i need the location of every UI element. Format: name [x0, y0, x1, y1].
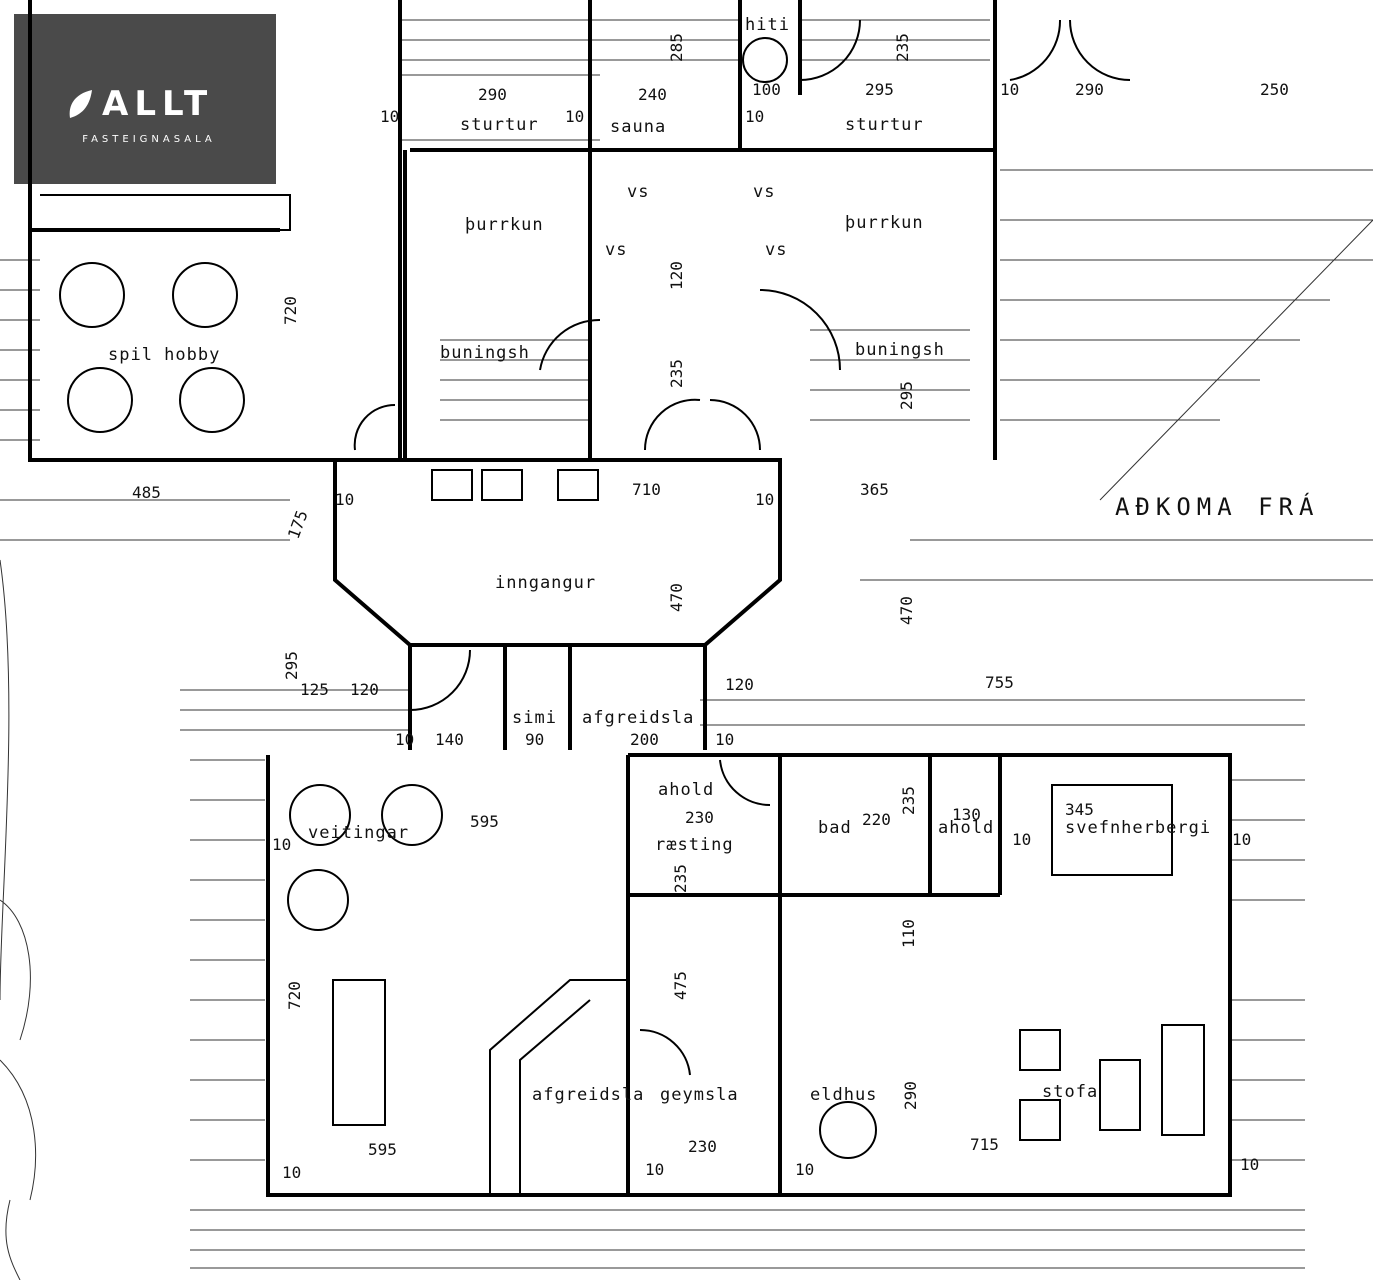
room-label-sturtur-left: sturtur [460, 115, 539, 135]
dim-290-eldhus: 290 [901, 1081, 920, 1110]
dim-10: 10 [380, 107, 399, 126]
dim-200: 200 [630, 730, 659, 749]
dim-10: 10 [1012, 830, 1031, 849]
dim-595-bottom: 595 [368, 1140, 397, 1159]
dim-595-top: 595 [470, 812, 499, 831]
dim-295-top: 295 [865, 80, 894, 99]
dim-120-left: 120 [350, 680, 379, 699]
dim-130: 130 [952, 805, 981, 824]
dim-470-right: 470 [897, 596, 916, 625]
dim-10: 10 [1240, 1155, 1259, 1174]
dim-235-top: 235 [893, 33, 912, 62]
room-label-sturtur-right: sturtur [845, 115, 924, 135]
dim-10: 10 [745, 107, 764, 126]
hatch-lines [0, 19, 1373, 1280]
dim-10: 10 [395, 730, 414, 749]
fixtures [40, 19, 1205, 1195]
dim-10: 10 [1232, 830, 1251, 849]
dim-90: 90 [525, 730, 544, 749]
dim-140: 140 [435, 730, 464, 749]
dim-715: 715 [970, 1135, 999, 1154]
room-label-hiti: hiti [745, 15, 790, 35]
dim-120-right: 120 [725, 675, 754, 694]
dim-720-bottom: 720 [285, 981, 304, 1010]
dim-10: 10 [565, 107, 584, 126]
walls [28, 0, 1232, 1197]
room-label-simi: simi [512, 708, 557, 728]
dim-475: 475 [671, 971, 690, 1000]
logo-subtitle: FASTEIGNASALA [82, 134, 216, 145]
dim-10: 10 [1000, 80, 1019, 99]
dim-100: 100 [752, 80, 781, 99]
dim-230-geymsla: 230 [688, 1137, 717, 1156]
room-label-sauna: sauna [610, 117, 666, 137]
room-label-inngangur: inngangur [495, 573, 596, 593]
dim-10: 10 [755, 490, 774, 509]
room-label-afgreidsla-bottom: afgreidsla [532, 1085, 644, 1105]
room-label-stofa: stofa [1042, 1082, 1098, 1102]
room-label-vs-2: vs [753, 182, 775, 202]
room-label-veitingar: veitingar [308, 823, 409, 843]
room-label-svefnherbergi: svefnherbergi [1065, 818, 1211, 838]
access-label: AÐKOMA FRÁ [1115, 492, 1320, 521]
dim-10: 10 [645, 1160, 664, 1179]
dim-290-top-right: 290 [1075, 80, 1104, 99]
room-label-geymsla: geymsla [660, 1085, 739, 1105]
dim-290-sturtur: 290 [478, 85, 507, 104]
dim-720-top: 720 [281, 296, 300, 325]
room-label-vs-4: vs [765, 240, 787, 260]
room-label-buningsh-right: buningsh [855, 340, 945, 360]
dim-220: 220 [862, 810, 891, 829]
room-label-thurrkun-left: þurrkun [465, 215, 544, 235]
logo-brand-text: ALLT [102, 84, 214, 124]
dim-235-bad: 235 [899, 786, 918, 815]
dim-285: 285 [667, 33, 686, 62]
dim-175: 175 [284, 508, 312, 542]
dim-10: 10 [282, 1163, 301, 1182]
dim-10: 10 [272, 835, 291, 854]
logo-mark: ALLT [66, 84, 226, 126]
dim-10: 10 [795, 1160, 814, 1179]
dim-470-entry: 470 [667, 583, 686, 612]
dim-120-vs: 120 [667, 261, 686, 290]
dim-235-corridor: 235 [667, 359, 686, 388]
dim-250: 250 [1260, 80, 1289, 99]
dim-295-buningsh: 295 [897, 381, 916, 410]
room-label-thurrkun-right: þurrkun [845, 213, 924, 233]
room-label-vs-3: vs [605, 240, 627, 260]
dim-240-sauna: 240 [638, 85, 667, 104]
room-label-eldhus: eldhus [810, 1085, 877, 1105]
room-label-ahold-2: ahold [938, 818, 994, 838]
dim-235-raesting: 235 [671, 864, 690, 893]
dim-10: 10 [335, 490, 354, 509]
leaf-icon [69, 90, 92, 118]
room-label-raesting: ræsting [655, 835, 734, 855]
room-label-vs-1: vs [627, 182, 649, 202]
dim-110: 110 [899, 919, 918, 948]
dim-755: 755 [985, 673, 1014, 692]
room-label-spil-hobby: spil hobby [108, 345, 220, 365]
dim-485: 485 [132, 483, 161, 502]
dim-10: 10 [715, 730, 734, 749]
dim-230-ahold: 230 [685, 808, 714, 827]
company-logo: ALLT FASTEIGNASALA [14, 14, 276, 184]
dim-125: 125 [300, 680, 329, 699]
dim-365: 365 [860, 480, 889, 499]
room-label-buningsh-left: buningsh [440, 343, 530, 363]
dim-345: 345 [1065, 800, 1094, 819]
dim-710: 710 [632, 480, 661, 499]
dim-295-left: 295 [282, 651, 301, 680]
room-label-afgreidsla-top: afgreidsla [582, 708, 694, 728]
room-label-ahold-1: ahold [658, 780, 714, 800]
room-label-bad: bad [818, 818, 852, 838]
